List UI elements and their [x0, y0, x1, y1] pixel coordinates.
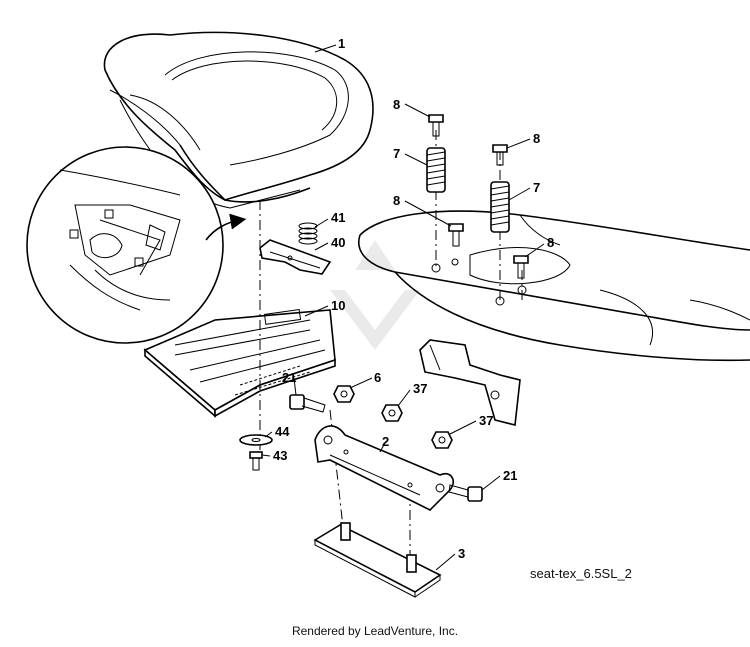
callouts: 1 8 8 8 8 7 7 41 40 10 21 6 37 37 2 44 4… [273, 36, 554, 561]
washer-44 [239, 434, 273, 446]
bolt-8-right [513, 255, 529, 279]
callout-8: 8 [547, 235, 554, 250]
callout-44: 44 [275, 424, 290, 439]
frame-pivot-bracket [419, 339, 521, 426]
bolt-8-mid [448, 223, 464, 247]
locknut-37-lower [431, 431, 453, 449]
bolt-8-top-right [492, 144, 508, 166]
callout-7: 7 [393, 146, 400, 161]
nut-6 [333, 385, 355, 403]
callout-41: 41 [331, 210, 345, 225]
seat-bracket-2 [314, 425, 455, 511]
callout-37: 37 [413, 381, 427, 396]
callout-1: 1 [338, 36, 345, 51]
callout-8: 8 [393, 193, 400, 208]
callout-8: 8 [393, 97, 400, 112]
shoulder-bolt-21-left [289, 394, 326, 413]
shoulder-bolt-21-right [448, 484, 483, 502]
leader-lines [261, 44, 545, 571]
mounting-plate-3 [313, 522, 442, 598]
watermark-logo [330, 240, 420, 350]
callout-37: 37 [479, 413, 493, 428]
spring-41 [298, 222, 318, 245]
callout-3: 3 [458, 546, 465, 561]
spring-7-right [490, 181, 510, 233]
spring-7-left [426, 147, 446, 193]
callout-7: 7 [533, 180, 540, 195]
callout-2: 2 [382, 434, 389, 449]
seat-pan-10 [143, 308, 336, 418]
callout-43: 43 [273, 448, 287, 463]
detail-view-circle [26, 146, 247, 344]
tractor-frame [358, 210, 750, 362]
bolt-8-top-left [428, 114, 444, 137]
bolt-43 [249, 451, 263, 471]
callout-6: 6 [374, 370, 381, 385]
callout-21: 21 [503, 468, 517, 483]
latch-bracket-40 [259, 239, 332, 275]
callout-10: 10 [331, 298, 345, 313]
diagram-id-label: seat-tex_6.5SL_2 [530, 566, 632, 581]
locknut-37-upper [381, 404, 403, 422]
callout-40: 40 [331, 235, 345, 250]
callout-21: 21 [282, 370, 296, 385]
footer-credit: Rendered by LeadVenture, Inc. [291, 624, 459, 638]
callout-8: 8 [533, 131, 540, 146]
